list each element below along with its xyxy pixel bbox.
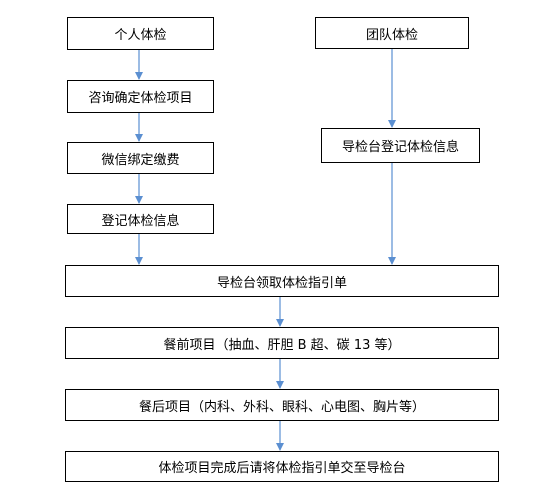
consult-items-label: 咨询确定体检项目 [88, 91, 193, 106]
fasting-items-label: 餐前项目（抽血、肝胆 B 超、碳 13 等） [163, 337, 401, 353]
team-checkup-box: 团队体检 [315, 17, 469, 49]
return-guide-sheet-box: 体检项目完成后请将体检指引单交至导检台 [65, 451, 499, 482]
after-meal-items-label: 餐后项目（内科、外科、眼科、心电图、胸片等） [138, 399, 425, 415]
consult-items-box: 咨询确定体检项目 [67, 80, 214, 113]
register-info-label: 登记体检信息 [101, 213, 180, 229]
team-checkup-label: 团队体检 [365, 27, 418, 43]
individual-checkup-label: 个人体检 [114, 28, 167, 43]
after-meal-items-box: 餐后项目（内科、外科、眼科、心电图、胸片等） [65, 389, 499, 421]
individual-checkup-box: 个人体检 [67, 17, 214, 50]
wechat-payment-box: 微信绑定缴费 [67, 142, 214, 174]
fasting-items-box: 餐前项目（抽血、肝胆 B 超、碳 13 等） [65, 327, 499, 359]
collect-guide-sheet-label: 导检台领取体检指引单 [216, 275, 347, 291]
return-guide-sheet-label: 体检项目完成后请将体检指引单交至导检台 [158, 461, 406, 476]
collect-guide-sheet-box: 导检台领取体检指引单 [65, 265, 499, 297]
register-info-box: 登记体检信息 [67, 204, 214, 234]
guide-desk-register-label: 导检台登记体检信息 [341, 140, 459, 155]
wechat-payment-label: 微信绑定缴费 [101, 152, 180, 168]
guide-desk-register-box: 导检台登记体检信息 [321, 128, 480, 163]
